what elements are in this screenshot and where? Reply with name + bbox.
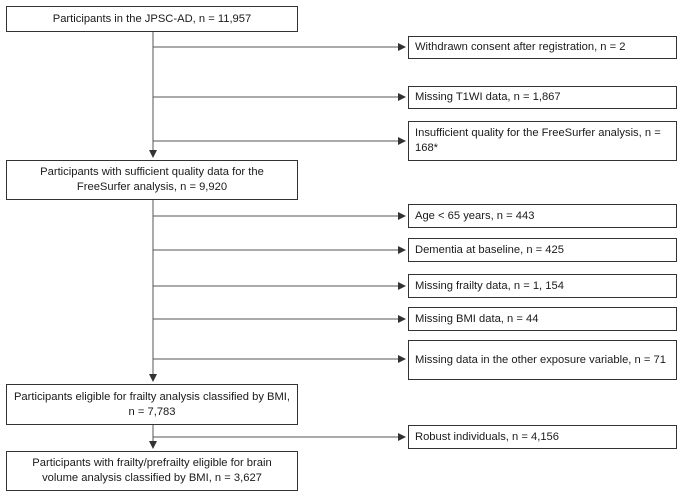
exclusion-box-withdrawn-consent: Withdrawn consent after registration, n … <box>408 36 677 59</box>
main-box-text: Participants in the JPSC-AD, n = 11,957 <box>52 12 252 25</box>
exclusion-box-missing-t1wi: Missing T1WI data, n = 1,867 <box>408 86 677 109</box>
main-box-frailty-prefrailty: Participants with frailty/prefrailty eli… <box>6 451 298 491</box>
main-box-text: Participants eligible for frailty analys… <box>13 390 291 418</box>
exclusion-box-text: Insufficient quality for the FreeSurfer … <box>415 127 661 154</box>
main-box-sufficient-quality: Participants with sufficient quality dat… <box>6 160 298 200</box>
main-box-text: Participants with sufficient quality dat… <box>40 166 264 193</box>
exclusion-box-text: Robust individuals, n = 4,156 <box>415 430 559 443</box>
exclusion-box-dementia: Dementia at baseline, n = 425 <box>408 238 677 262</box>
exclusion-box-missing-exposure: Missing data in the other exposure varia… <box>408 340 677 380</box>
main-box-text: Participants with frailty/prefrailty eli… <box>32 457 272 484</box>
exclusion-box-missing-bmi: Missing BMI data, n = 44 <box>408 307 677 331</box>
exclusion-box-text: Missing BMI data, n = 44 <box>415 312 539 325</box>
exclusion-box-text: Dementia at baseline, n = 425 <box>415 243 564 256</box>
exclusion-box-robust: Robust individuals, n = 4,156 <box>408 425 677 449</box>
exclusion-box-text: Missing T1WI data, n = 1,867 <box>415 91 561 103</box>
exclusion-box-age: Age < 65 years, n = 443 <box>408 204 677 228</box>
exclusion-box-text: Missing data in the other exposure varia… <box>415 353 666 366</box>
exclusion-box-missing-frailty: Missing frailty data, n = 1, 154 <box>408 274 677 298</box>
exclusion-box-text: Withdrawn consent after registration, n … <box>415 41 626 53</box>
main-box-participants-jpsc-ad: Participants in the JPSC-AD, n = 11,957 <box>6 6 298 32</box>
main-box-eligible-frailty: Participants eligible for frailty analys… <box>6 384 298 425</box>
exclusion-box-text: Age < 65 years, n = 443 <box>415 209 535 222</box>
exclusion-box-insufficient-quality: Insufficient quality for the FreeSurfer … <box>408 121 677 161</box>
exclusion-box-text: Missing frailty data, n = 1, 154 <box>415 279 564 292</box>
